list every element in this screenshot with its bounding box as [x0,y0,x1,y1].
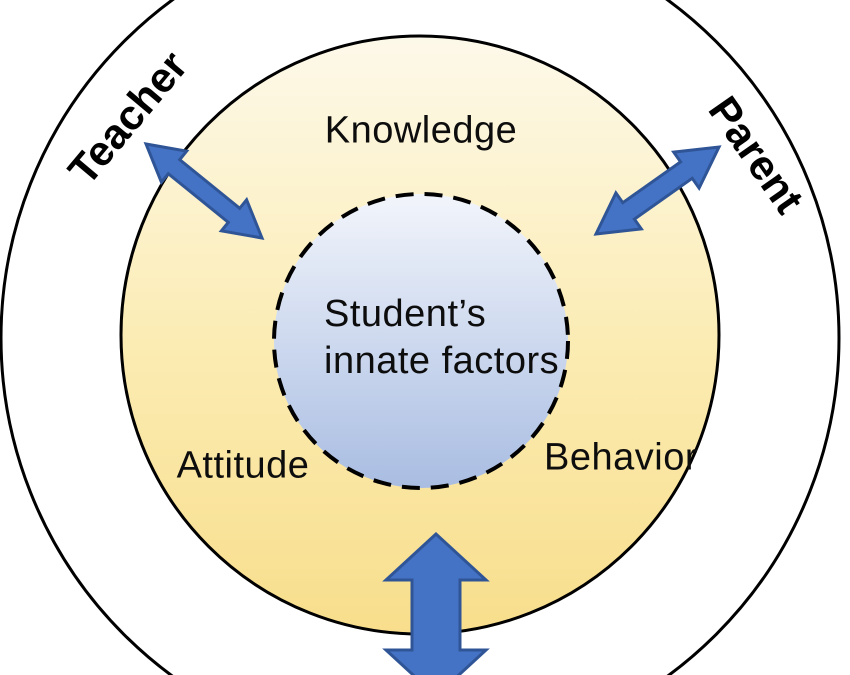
label-behavior: Behavior [544,436,698,479]
double-arrow-bottom-icon [382,531,490,675]
double-arrow-parent-icon [593,145,722,236]
inner-circle [272,192,570,490]
label-student-innate-factors-line2: innate factors [324,340,560,382]
label-knowledge: Knowledge [324,109,518,152]
double-arrow-teacher-icon [143,142,265,240]
label-student-innate-factors: Student’s innate factors [324,291,559,385]
label-student-innate-factors-line1: Student’s [324,292,487,335]
label-attitude: Attitude [176,444,310,487]
